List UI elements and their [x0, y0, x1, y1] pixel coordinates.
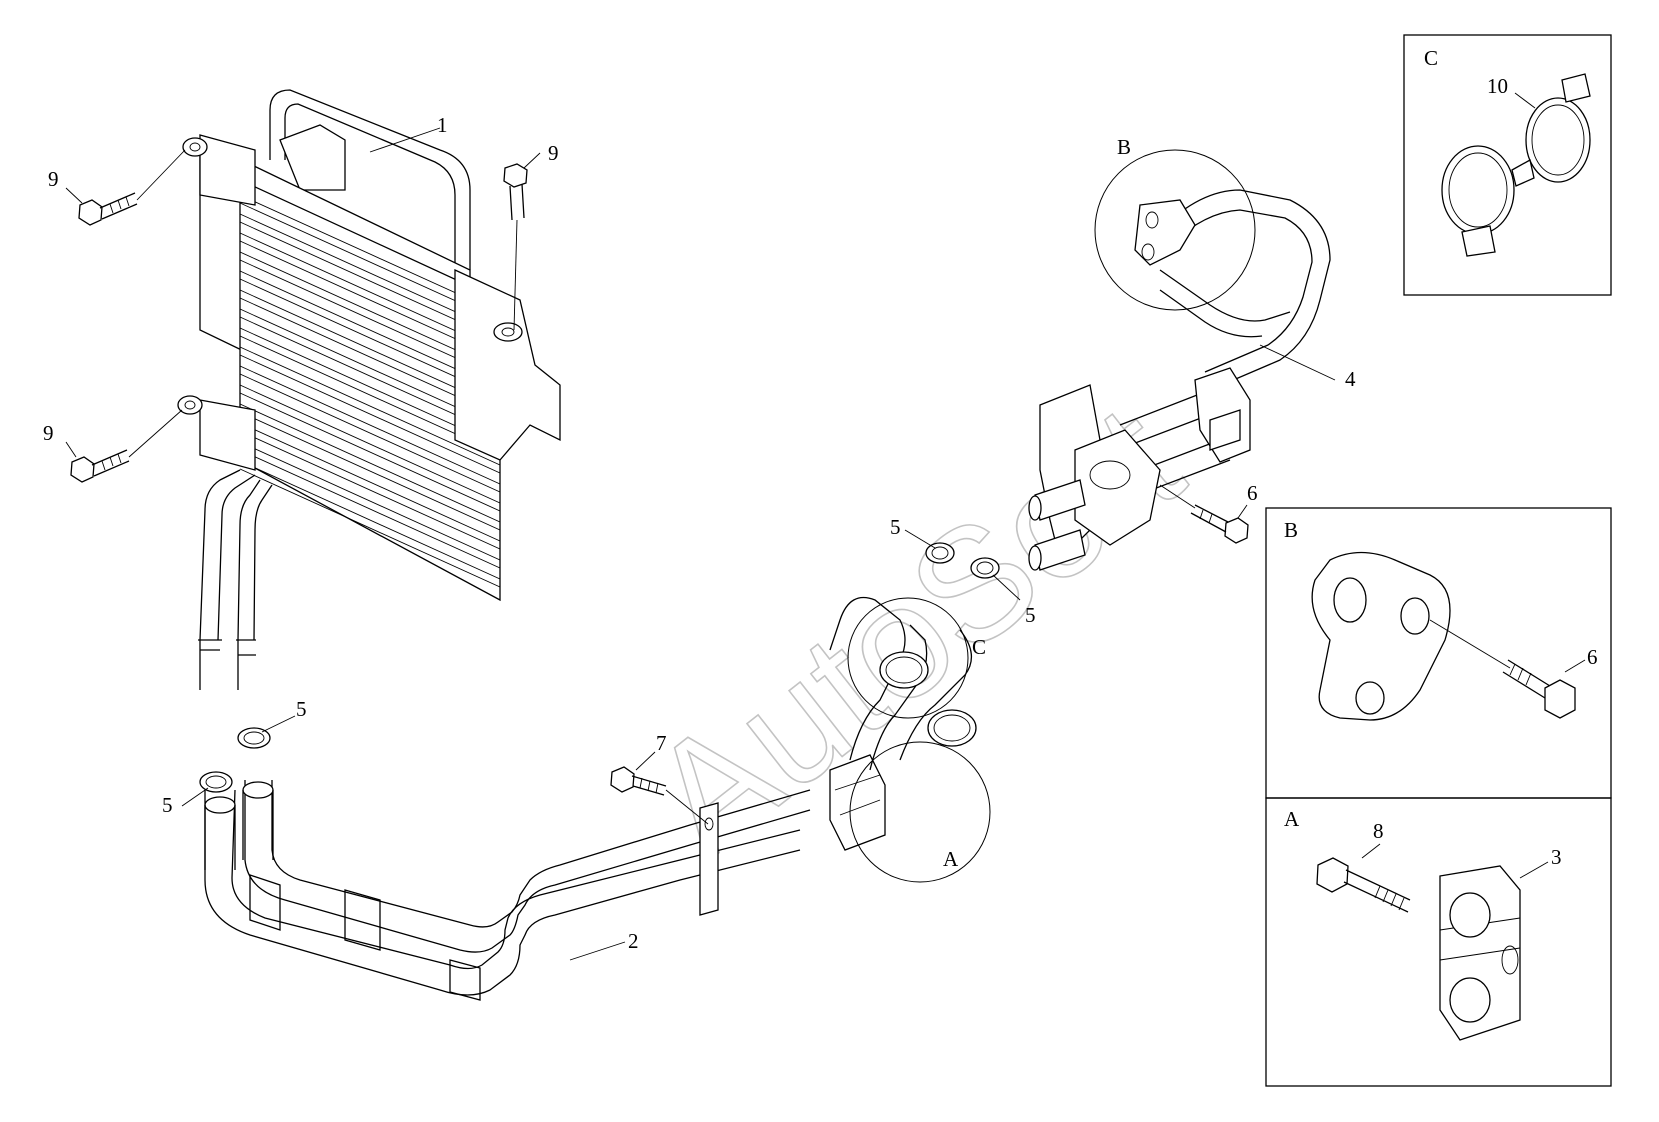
callout-labels: 1 2 4 5 5 5 5 6 7 9 9 9 B C A: [43, 113, 1356, 953]
inset-a-title: A: [1284, 807, 1300, 831]
callout-7: 7: [656, 731, 667, 755]
callout-5-d: 5: [162, 793, 173, 817]
callout-4: 4: [1345, 367, 1356, 391]
oil-cooler: [177, 89, 561, 690]
inset-b: B 6: [1265, 507, 1612, 799]
detail-ref-b: B: [1117, 135, 1131, 159]
detail-circle-c: [847, 597, 969, 719]
detail-ref-c: C: [972, 635, 986, 659]
hose-clamps-c: [879, 651, 977, 747]
callout-5-c: 5: [296, 697, 307, 721]
bolt-7: [610, 766, 709, 825]
callout-9-b: 9: [43, 421, 54, 445]
hose-assembly: [204, 596, 972, 1001]
detail-circle-b: [1094, 149, 1256, 311]
callout-9-c: 9: [548, 141, 559, 165]
bolt-9-mid-left: [70, 409, 183, 483]
detail-ref-a: A: [943, 847, 959, 871]
callout-5-a: 5: [890, 515, 901, 539]
inset-a: A 8 3: [1265, 797, 1612, 1087]
inset-a-callout-3: 3: [1551, 845, 1562, 869]
callout-5-b: 5: [1025, 603, 1036, 627]
inset-b-callout-6: 6: [1587, 645, 1598, 669]
inset-c-callout-10: 10: [1487, 74, 1508, 98]
bolt-9-top-left: [78, 149, 186, 226]
leader-lines: [65, 127, 1336, 961]
inset-b-title: B: [1284, 518, 1298, 542]
hose-clamps-5: [199, 542, 1000, 793]
inset-c: C 10: [1403, 34, 1612, 296]
tube-and-valve-assembly: [1028, 189, 1331, 571]
bolt-9-top-right: [503, 163, 528, 331]
callout-9-a: 9: [48, 167, 59, 191]
inset-c-title: C: [1424, 46, 1438, 70]
callout-2: 2: [628, 929, 639, 953]
callout-1: 1: [437, 113, 448, 137]
detail-circle-a: [849, 741, 991, 883]
callout-6: 6: [1247, 481, 1258, 505]
inset-a-callout-8: 8: [1373, 819, 1384, 843]
bolt-6: [1159, 484, 1249, 544]
